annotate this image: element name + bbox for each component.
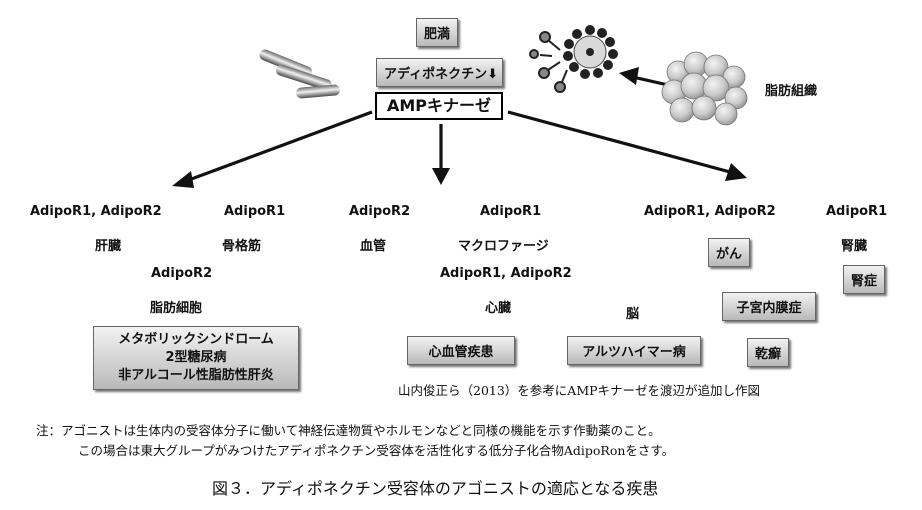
- receptor-kidney-label: AdipoR1: [826, 204, 888, 219]
- endometriosis-box: 子宮内膜症: [722, 292, 816, 321]
- figure-caption: 図３．アディポネクチン受容体のアゴニストの適応となる疾患: [212, 479, 659, 498]
- type2-diabetes-text: 2型糖尿病: [165, 350, 227, 365]
- brain-label: 脳: [626, 307, 640, 322]
- arrow-down: [432, 124, 450, 185]
- psoriasis-box: 乾癬: [747, 338, 790, 367]
- adipose-tissue-icon: [661, 51, 748, 126]
- kidney-label: 腎臓: [841, 239, 868, 254]
- receptor-muscle-label: AdipoR1: [224, 204, 286, 219]
- amp-kinase-box: AMPキナーゼ: [375, 92, 503, 120]
- receptor-liver-label: AdipoR1, AdipoR2: [30, 204, 162, 219]
- metabolic-syndrome-text: メタボリックシンドローム: [118, 332, 274, 347]
- macrophage-label: マクロファージ: [458, 239, 549, 254]
- receptor-fat-label: AdipoR2: [151, 266, 213, 281]
- source-credit: 山内俊正ら（2013）を参考にAMPキナーゼを渡辺が追加し作図: [398, 383, 761, 398]
- note-line-1: 注：アゴニストは生体内の受容体分子に働いて神経伝達物質やホルモンなどと同様の機能…: [36, 423, 661, 438]
- liver-label: 肝臓: [95, 239, 122, 254]
- kidney-disease-box: 腎症: [843, 265, 886, 294]
- arrow-right: [507, 110, 747, 181]
- heart-label: 心臓: [485, 301, 512, 316]
- adiponectin-cluster-icon: [529, 25, 618, 93]
- fat-cell-label: 脂肪細胞: [150, 301, 203, 316]
- receptor-heart-label: AdipoR1, AdipoR2: [440, 266, 572, 281]
- note-line-2: この場合は東大グループがみつけたアディポネクチン受容体を活性化する低分子化合物A…: [78, 443, 675, 458]
- cancer-box: がん: [708, 238, 751, 267]
- metabolic-disease-box: メタボリックシンドローム 2型糖尿病 非アルコール性脂肪性肝炎: [93, 326, 299, 390]
- adipose-tissue-label: 脂肪組織: [765, 84, 818, 99]
- vessel-label: 血管: [360, 239, 387, 254]
- alzheimer-box: アルツハイマー病: [567, 336, 701, 365]
- receptor-macrophage-label: AdipoR1: [480, 204, 542, 219]
- adiporon-compound-icon: [259, 49, 340, 99]
- receptor-vessel-label: AdipoR2: [349, 204, 411, 219]
- arrow-left: [172, 110, 373, 188]
- obesity-box: 肥満: [416, 18, 459, 47]
- nash-text: 非アルコール性脂肪性肝炎: [118, 368, 274, 383]
- receptor-other-label: AdipoR1, AdipoR2: [644, 204, 776, 219]
- cardiovascular-disease-box: 心血管疾患: [407, 336, 515, 365]
- muscle-label: 骨格筋: [222, 239, 262, 254]
- adiponectin-decrease-box: アディポネクチン⬇: [376, 58, 503, 87]
